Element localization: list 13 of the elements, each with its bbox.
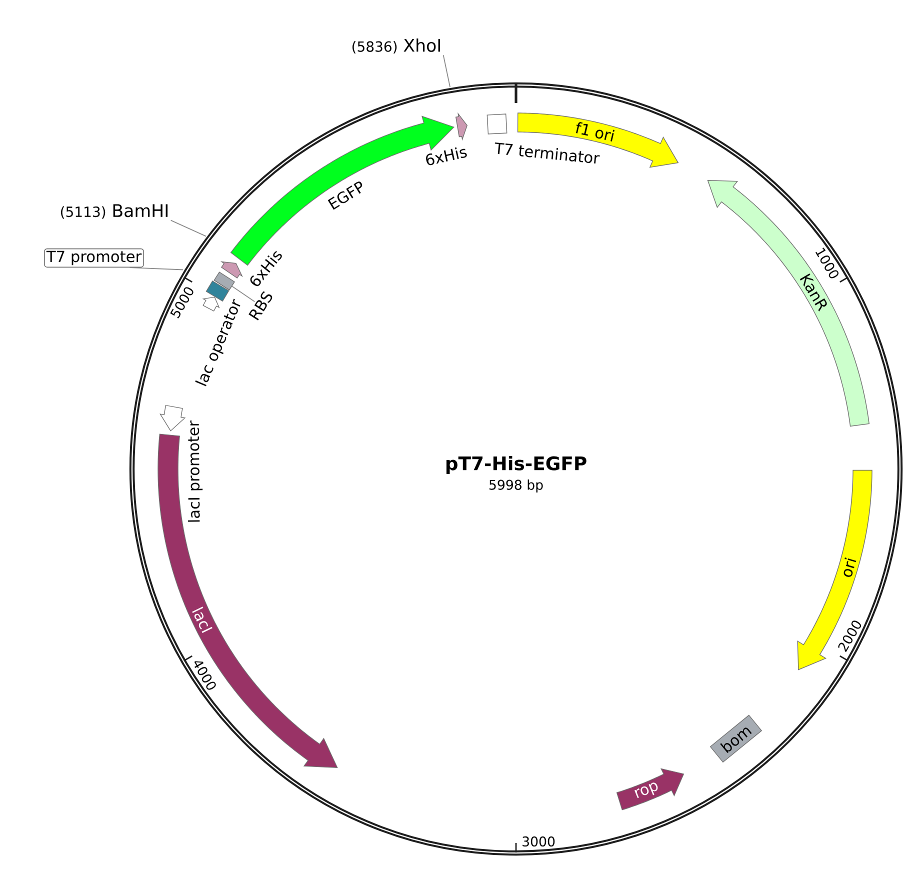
site-label: (5113) BamHI — [60, 204, 168, 219]
feature-segment: rop — [616, 768, 684, 810]
site-label: (5836) XhoI — [352, 38, 440, 54]
leader-line — [129, 267, 184, 270]
plasmid-name: pT7-His-EGFP — [446, 456, 586, 474]
leader-line — [232, 286, 256, 302]
leader-line — [170, 220, 207, 237]
tick-label: 3000 — [522, 836, 555, 847]
feature-label: T7 promoter — [44, 248, 144, 268]
leader-line — [442, 54, 450, 88]
feature-box — [214, 272, 235, 290]
plasmid-length: 5998 bp — [489, 480, 543, 492]
feature-label: 6xHis — [426, 147, 467, 166]
